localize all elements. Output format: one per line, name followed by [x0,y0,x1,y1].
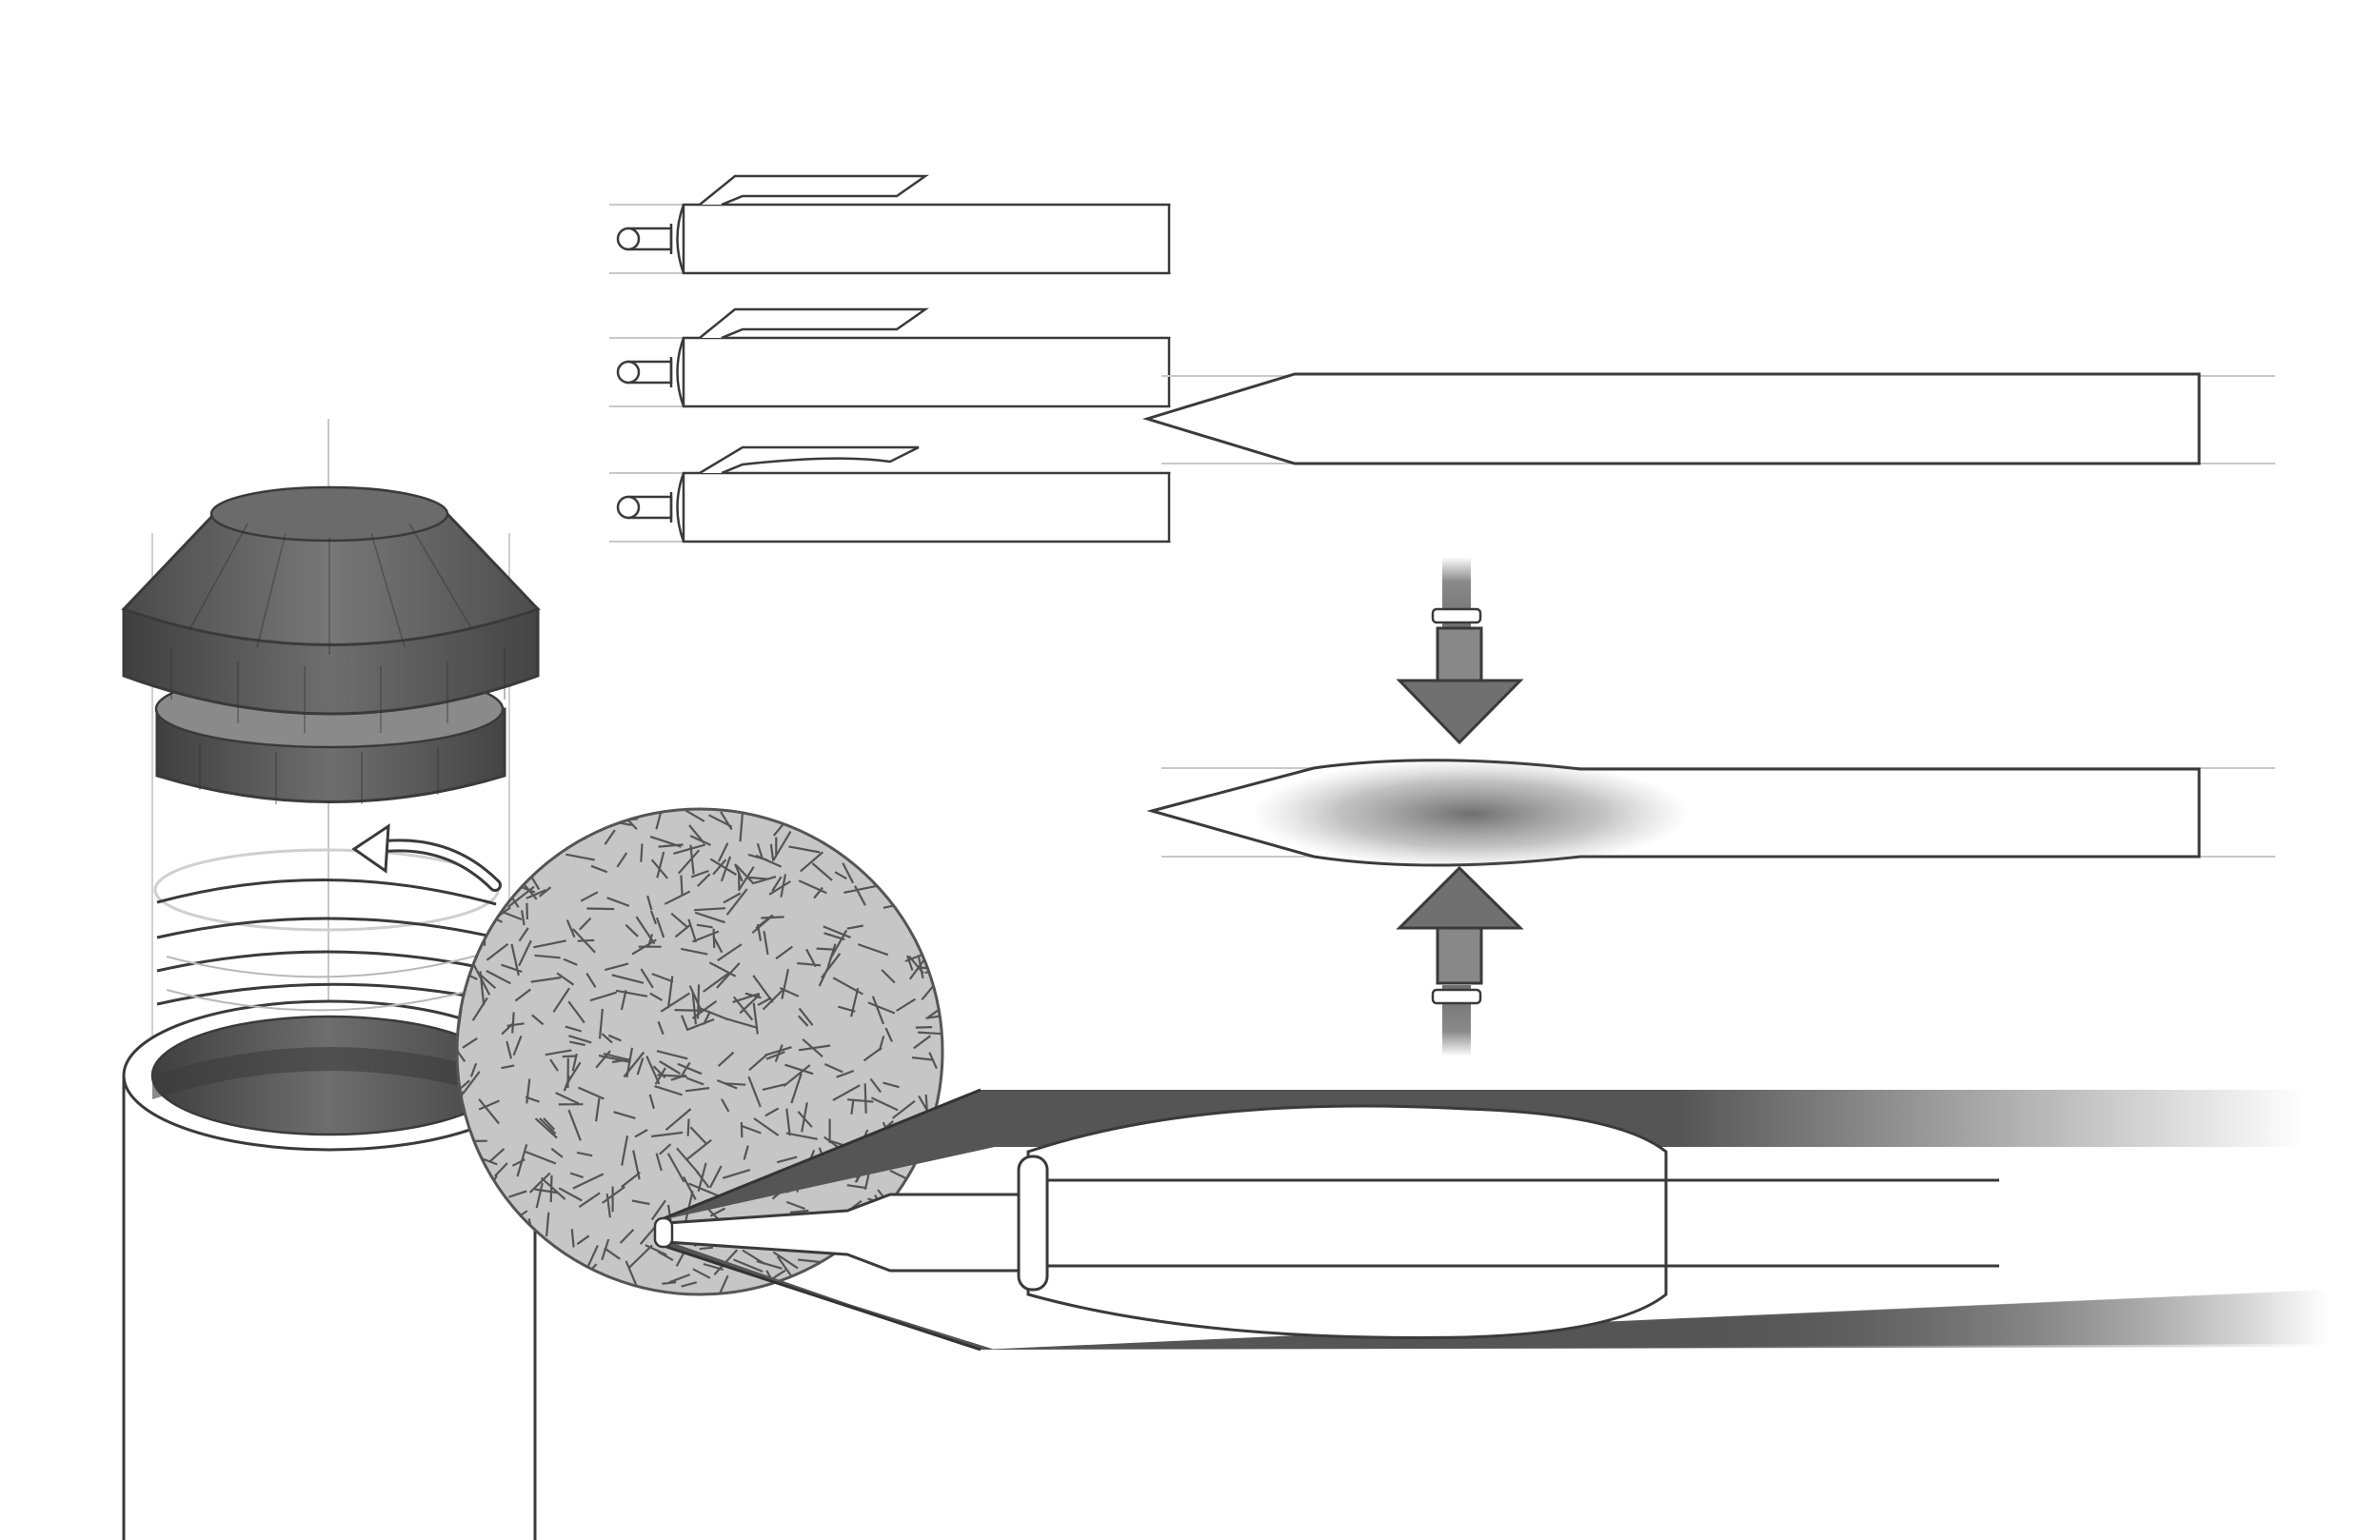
pen-cap-icon [121,485,541,804]
pen-variant [609,174,1171,275]
pinched-nib-icon [1146,759,2275,869]
nib-icon [1141,372,2275,465]
pen-barrel-tube [122,419,537,1540]
pen-clip-straight-clip [699,174,929,207]
press-arrow-icon [1396,557,1524,745]
pen-variant [609,307,1171,408]
tweezers-icon [653,1088,2332,1352]
press-arrow-icon [1396,865,1524,1056]
pen-variants-group [609,174,1171,543]
pen-clip-wave-clip [699,445,920,475]
rotation-arrow-icon [351,823,502,892]
thread-spring-icon [153,848,500,1012]
pen-variant [609,445,1171,543]
pen-clip-straight-clip [699,307,929,340]
